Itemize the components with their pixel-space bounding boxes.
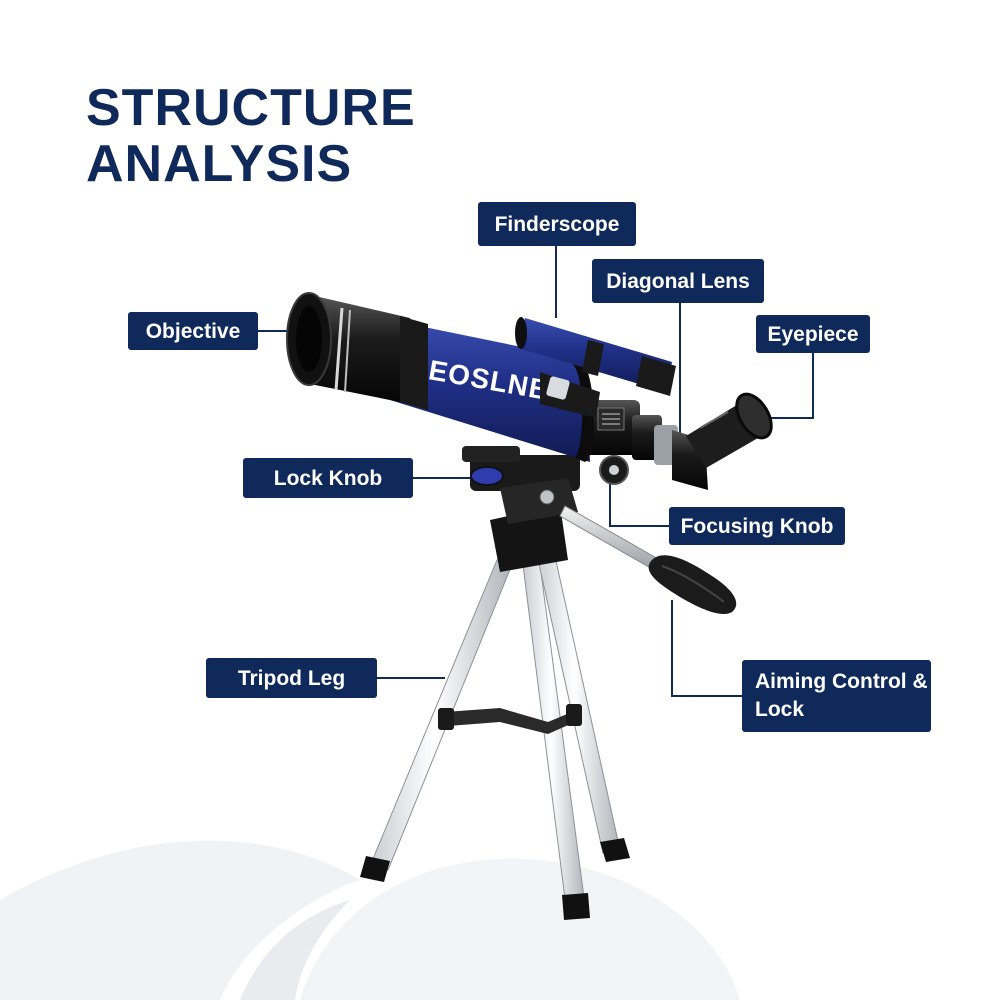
label-finderscope: Finderscope	[478, 202, 636, 246]
focuser-assembly	[570, 392, 773, 490]
tripod-foot-right	[600, 838, 630, 862]
tripod-spreader	[445, 708, 575, 734]
leader-aiming	[671, 600, 742, 697]
label-diagonal-lens: Diagonal Lens	[592, 259, 764, 303]
spreader-clip-right	[566, 704, 582, 726]
label-tripod-leg: Tripod Leg	[206, 658, 377, 698]
tripod-head	[462, 446, 580, 572]
lock-knob	[470, 466, 504, 486]
finderscope	[515, 317, 676, 418]
label-eyepiece: Eyepiece	[756, 315, 870, 353]
tripod-foot-left	[360, 856, 390, 882]
leader-focusing	[609, 478, 669, 527]
main-tube: EOSLNB	[390, 320, 595, 462]
page-title: STRUCTURE ANALYSIS	[86, 80, 416, 192]
title-line-2: ANALYSIS	[86, 135, 353, 193]
aiming-control	[559, 505, 737, 614]
label-focusing-knob: Focusing Knob	[669, 507, 845, 545]
tripod-foot-middle	[562, 893, 590, 920]
label-aiming-control: Aiming Control & Lock	[742, 660, 931, 732]
aiming-handle	[648, 555, 737, 614]
objective-hood	[286, 292, 428, 410]
label-lock-knob: Lock Knob	[243, 458, 413, 498]
tripod-legs	[360, 551, 630, 920]
spreader-clip-left	[438, 708, 454, 730]
title-line-1: STRUCTURE	[86, 79, 416, 137]
leader-eyepiece	[770, 353, 814, 419]
head-screw	[539, 489, 555, 505]
label-objective: Objective	[128, 312, 258, 350]
